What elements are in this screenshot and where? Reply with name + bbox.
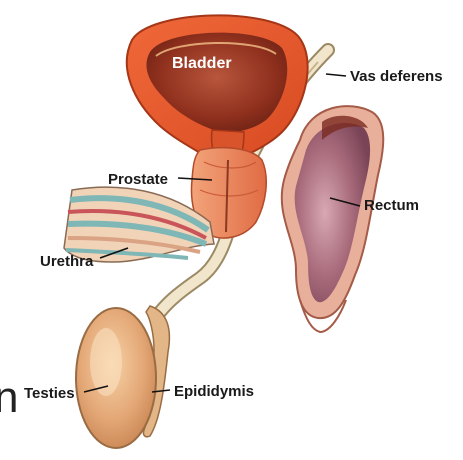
urethra-label: Urethra [40, 253, 94, 270]
testies-label: Testies [24, 385, 75, 402]
vas-deferens-label: Vas deferens [350, 68, 443, 85]
rectum-shape [282, 106, 384, 332]
rectum-label: Rectum [364, 197, 419, 214]
prostate-label: Prostate [108, 171, 168, 188]
bladder-label: Bladder [172, 55, 232, 72]
epididymis-label: Epididymis [174, 383, 254, 400]
vas-deferens-leader [326, 74, 346, 76]
bladder-shape [127, 15, 308, 170]
testis-shape [76, 308, 156, 448]
edge-glyph: n [0, 373, 18, 422]
